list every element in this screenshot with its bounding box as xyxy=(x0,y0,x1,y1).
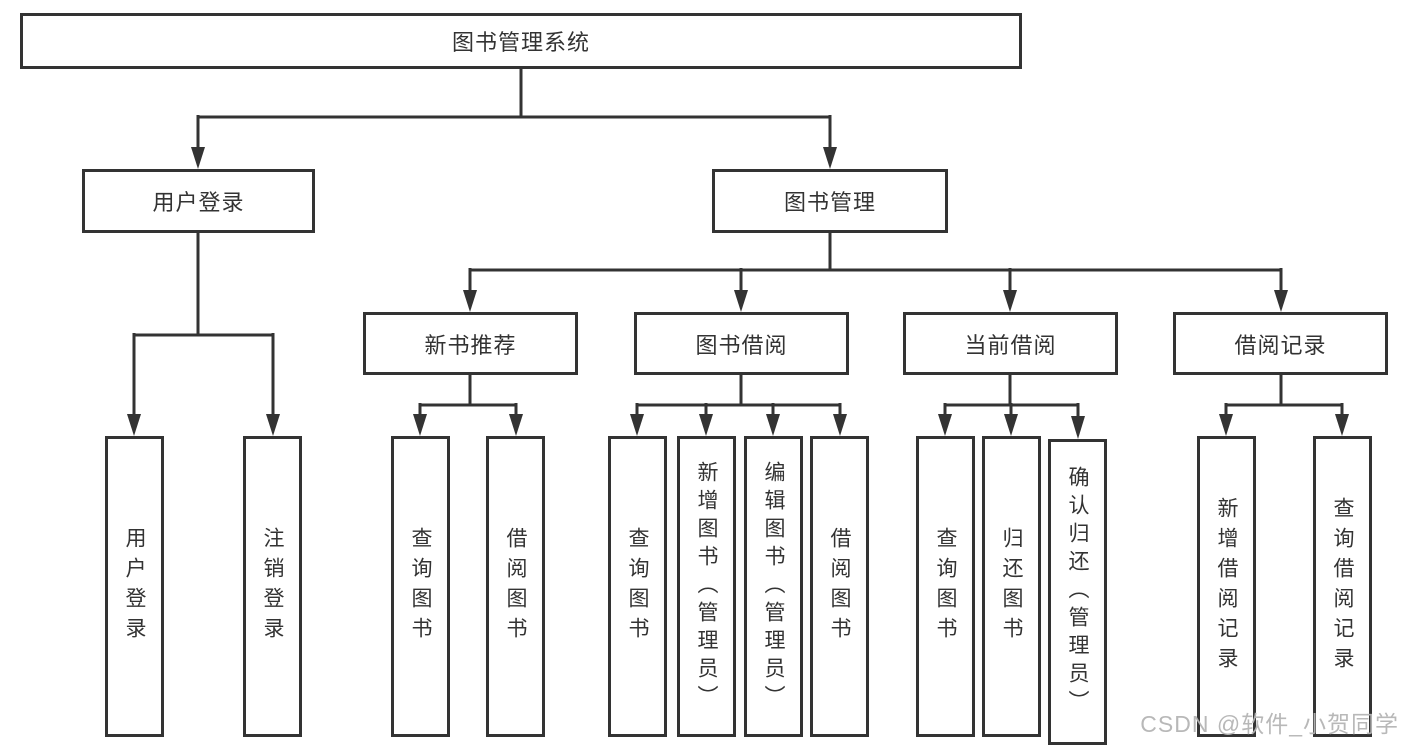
node-current-borrow: 当前借阅 xyxy=(903,312,1118,375)
leaf-records-query-record: 查询借阅记录 xyxy=(1313,436,1372,737)
leaf-current-confirm-return-admin: 确认归还（管理员） xyxy=(1048,439,1107,745)
connector-recommend-to-leaves xyxy=(413,375,523,436)
csdn-watermark: CSDN @软件_小贺同学 xyxy=(1140,711,1399,737)
node-user-login: 用户登录 xyxy=(82,169,315,233)
connector-borrow-to-leaves xyxy=(630,375,847,436)
leaf-borrow-edit-books-admin: 编辑图书（管理员） xyxy=(744,436,803,737)
node-library-management-system: 图书管理系统 xyxy=(20,13,1022,69)
leaf-current-return-books: 归还图书 xyxy=(982,436,1041,737)
leaf-recommend-query-books: 查询图书 xyxy=(391,436,450,737)
leaf-user-login-action: 用户登录 xyxy=(105,436,164,737)
leaf-recommend-borrow-books: 借阅图书 xyxy=(486,436,545,737)
leaf-borrow-add-books-admin: 新增图书（管理员） xyxy=(677,436,736,737)
leaf-borrow-borrow-books: 借阅图书 xyxy=(810,436,869,737)
connector-user-login-to-leaves xyxy=(127,233,280,436)
leaf-logout-action: 注销登录 xyxy=(243,436,302,737)
connector-records-to-leaves xyxy=(1219,375,1349,436)
leaf-borrow-query-books: 查询图书 xyxy=(608,436,667,737)
node-new-book-recommend: 新书推荐 xyxy=(363,312,578,375)
node-book-management: 图书管理 xyxy=(712,169,948,233)
connector-current-to-leaves xyxy=(938,375,1085,439)
connector-root-to-level2 xyxy=(191,68,837,169)
connector-book-management-to-level3 xyxy=(463,233,1288,312)
node-borrow-records: 借阅记录 xyxy=(1173,312,1388,375)
leaf-current-query-books: 查询图书 xyxy=(916,436,975,737)
node-book-borrow: 图书借阅 xyxy=(634,312,849,375)
leaf-records-add-record: 新增借阅记录 xyxy=(1197,436,1256,737)
